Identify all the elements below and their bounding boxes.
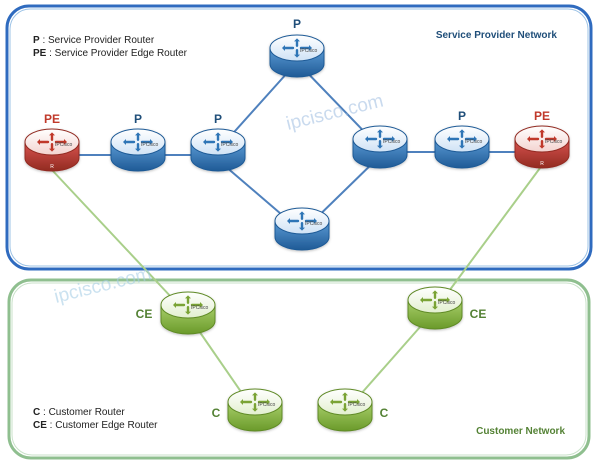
router-badge: R xyxy=(540,161,544,167)
router-label-p2: P xyxy=(214,112,222,126)
router-icon-p-top: IPCisco xyxy=(269,34,325,78)
router-brand-text: IPCisco xyxy=(465,139,482,145)
router-brand-text: IPCisco xyxy=(258,402,275,408)
legend-top: P : Service Provider Router PE : Service… xyxy=(33,35,188,59)
legend-abbr: PE xyxy=(33,48,47,59)
router-brand-text: IPCisco xyxy=(438,300,455,306)
router-brand-text: IPCisco xyxy=(383,139,400,145)
legend-abbr: C xyxy=(33,407,40,418)
service-provider-network-label: Service Provider Network xyxy=(436,30,558,41)
router-icon-p-mid-right: IPCisco xyxy=(352,125,408,169)
legend-item-c: C : Customer Router xyxy=(33,407,125,418)
router-badge: R xyxy=(50,164,54,170)
router-icon-p2: IPCisco xyxy=(190,128,246,172)
legend-desc: : Service Provider Edge Router xyxy=(46,48,187,59)
legend-abbr: P xyxy=(33,35,40,46)
router-label-c-right: C xyxy=(380,406,389,420)
router-brand-text: IPCisco xyxy=(545,139,562,145)
router-icon-p-bottom: IPCisco xyxy=(274,207,330,251)
router-label-p1: P xyxy=(134,112,142,126)
router-label-c-left: C xyxy=(212,406,221,420)
customer-network-label: Customer Network xyxy=(476,426,565,437)
router-brand-text: IPCisco xyxy=(141,142,158,148)
router-brand-text: IPCisco xyxy=(221,142,238,148)
legend-desc: : Customer Router xyxy=(40,407,125,418)
router-icon-p5: IPCisco xyxy=(434,125,490,169)
legend-item-ce: CE : Customer Edge Router xyxy=(33,420,158,431)
router-icon-c-left: IPCisco xyxy=(227,388,283,432)
router-label-pe-left: PE xyxy=(44,112,60,126)
router-label-ce-right: CE xyxy=(470,307,487,321)
router-label-p5: P xyxy=(458,109,466,123)
legend-desc: : Customer Edge Router xyxy=(47,420,158,431)
legend-desc: : Service Provider Router xyxy=(40,35,155,46)
router-icon-c-right: IPCisco xyxy=(317,388,373,432)
legend-item-p: P : Service Provider Router xyxy=(33,35,155,46)
link-pe-left-ce-left xyxy=(51,169,189,316)
router-brand-text: IPCisco xyxy=(55,142,72,148)
router-label-pe-right: PE xyxy=(534,109,550,123)
router-brand-text: IPCisco xyxy=(305,221,322,227)
legend-bottom: C : Customer Router CE : Customer Edge R… xyxy=(33,407,158,431)
service-provider-network-box xyxy=(5,4,593,271)
router-label-ce-left: CE xyxy=(136,307,153,321)
router-label-p-top: P xyxy=(293,17,301,31)
legend-item-pe: PE : Service Provider Edge Router xyxy=(33,48,188,59)
router-brand-text: IPCisco xyxy=(191,305,208,311)
link-pe-right-ce-right xyxy=(434,167,541,311)
router-icon-ce-right: IPCisco xyxy=(407,286,463,330)
router-brand-text: IPCisco xyxy=(348,402,365,408)
router-icon-ce-left: IPCisco xyxy=(160,291,216,335)
router-icon-p1: IPCisco xyxy=(110,128,166,172)
legend-abbr: CE xyxy=(33,420,47,431)
router-brand-text: IPCisco xyxy=(300,48,317,54)
